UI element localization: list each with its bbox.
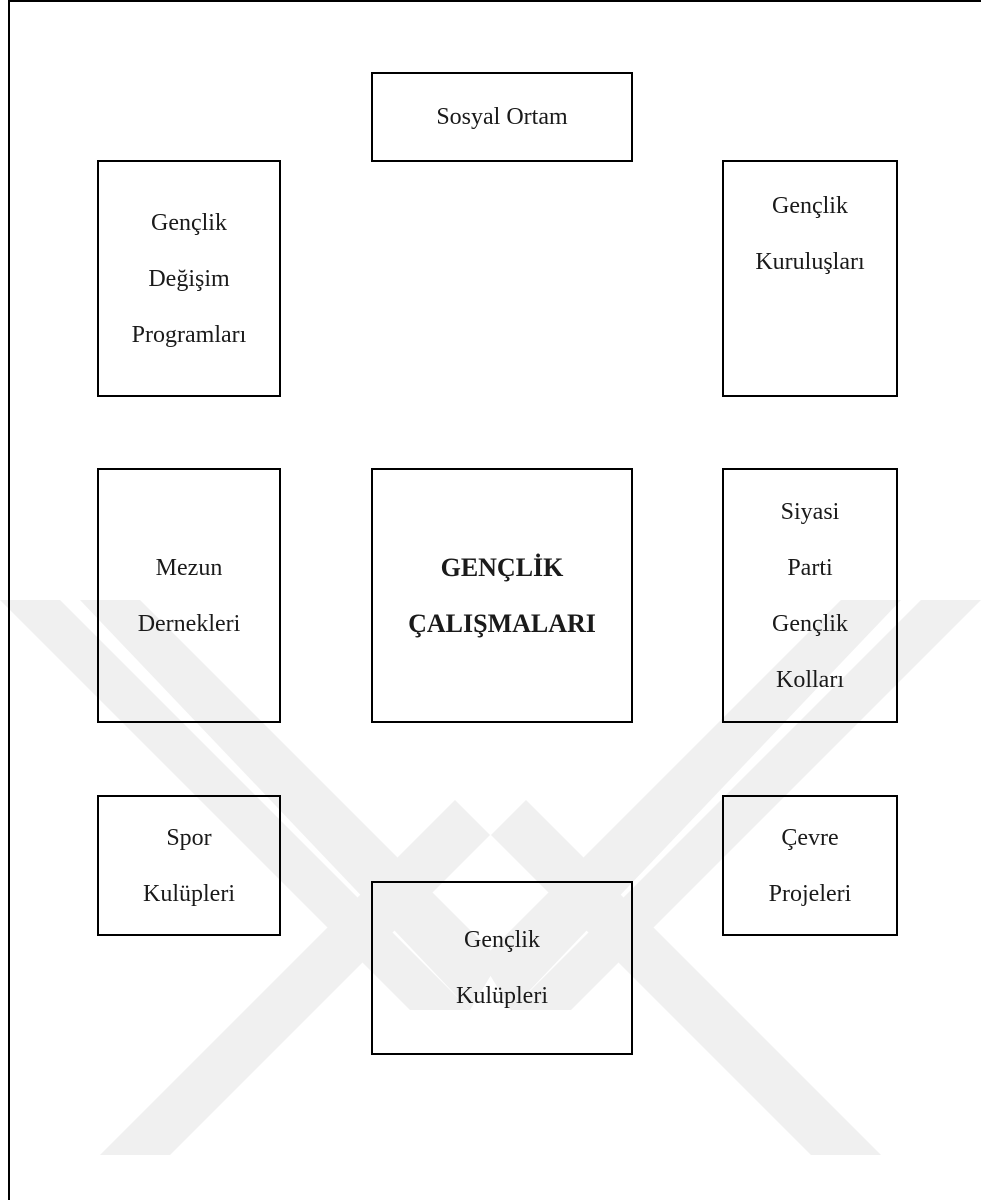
node-label-line: Projeleri bbox=[768, 880, 852, 907]
node-label-line: Kulüpleri bbox=[456, 983, 548, 1009]
node-label-line: Parti bbox=[787, 554, 833, 581]
node-label-line: Değişim bbox=[148, 265, 230, 292]
node-genclik-degisim-programlari: Gençlik Değişim Programları bbox=[97, 160, 281, 397]
node-label-line: Gençlik bbox=[464, 927, 540, 953]
node-cevre-projeleri: Çevre Projeleri bbox=[722, 795, 898, 936]
watermark-logo bbox=[0, 600, 981, 1155]
node-mezun-dernekleri: Mezun Dernekleri bbox=[97, 468, 281, 723]
node-sosyal-ortam: Sosyal Ortam bbox=[371, 72, 633, 162]
node-label-line: Spor bbox=[166, 824, 212, 851]
node-label-line: Kuruluşları bbox=[755, 249, 865, 275]
node-label-line: Çevre bbox=[781, 824, 839, 851]
center-label-line: GENÇLİK bbox=[440, 552, 564, 582]
node-label-line: Gençlik bbox=[772, 193, 848, 219]
node-label-line: Sosyal Ortam bbox=[436, 104, 568, 130]
center-label-line: ÇALIŞMALARI bbox=[408, 608, 596, 638]
node-spor-kulupleri: Spor Kulüpleri bbox=[97, 795, 281, 936]
node-label-line: Gençlik bbox=[151, 209, 227, 236]
node-label-line: Kulüpleri bbox=[143, 880, 235, 907]
diagram-frame bbox=[8, 0, 981, 1200]
node-siyasi-parti-genclik-kollari: Siyasi Parti Gençlik Kolları bbox=[722, 468, 898, 723]
node-genclik-kuruluslari: Gençlik Kuruluşları bbox=[722, 160, 898, 397]
node-genclik-calismalari: GENÇLİK ÇALIŞMALARI bbox=[371, 468, 633, 723]
node-label-line: Siyasi bbox=[780, 498, 840, 525]
node-label-line: Dernekleri bbox=[137, 610, 241, 637]
node-label-line: Kolları bbox=[776, 666, 844, 693]
node-label-line: Gençlik bbox=[772, 610, 848, 637]
node-label-line: Mezun bbox=[155, 554, 223, 581]
node-genclik-kulupleri: Gençlik Kulüpleri bbox=[371, 881, 633, 1055]
node-label-line: Programları bbox=[131, 321, 247, 348]
